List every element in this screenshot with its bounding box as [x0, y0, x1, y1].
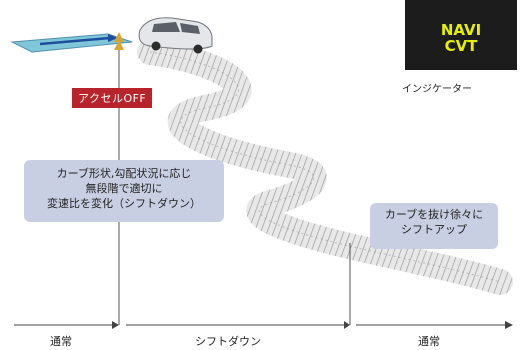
note-line: カーブ形状,勾配状況に応じ	[56, 167, 192, 180]
car-icon	[138, 17, 213, 54]
shift-down-note: カーブ形状,勾配状況に応じ 無段階で適切に 変速比を変化（シフトダウン）	[24, 160, 224, 222]
navigation-map-icon	[10, 33, 133, 53]
phase-shift-down: シフトダウン	[195, 335, 261, 348]
shift-up-note: カーブを抜け徐々に シフトアップ	[370, 203, 498, 249]
accel-off-badge: アクセルOFF	[72, 88, 153, 108]
phase-normal-right: 通常	[418, 335, 440, 348]
indicator-caption: インジケーター	[402, 84, 472, 95]
note-line: 無段階で適切に	[85, 182, 163, 195]
indicator-cvt-text: CVT	[444, 37, 478, 55]
note-line: カーブを抜け徐々に	[384, 208, 484, 221]
up-arrow-icon	[114, 32, 124, 42]
note-line: 変速比を変化（シフトダウン）	[47, 197, 201, 210]
up-arrow-icon-2	[114, 40, 124, 50]
note-line: シフトアップ	[401, 223, 467, 236]
indicator-navi-text: NAVI	[440, 21, 482, 39]
indicator-panel: NAVI CVT	[405, 0, 517, 70]
phase-normal-left: 通常	[50, 335, 72, 348]
